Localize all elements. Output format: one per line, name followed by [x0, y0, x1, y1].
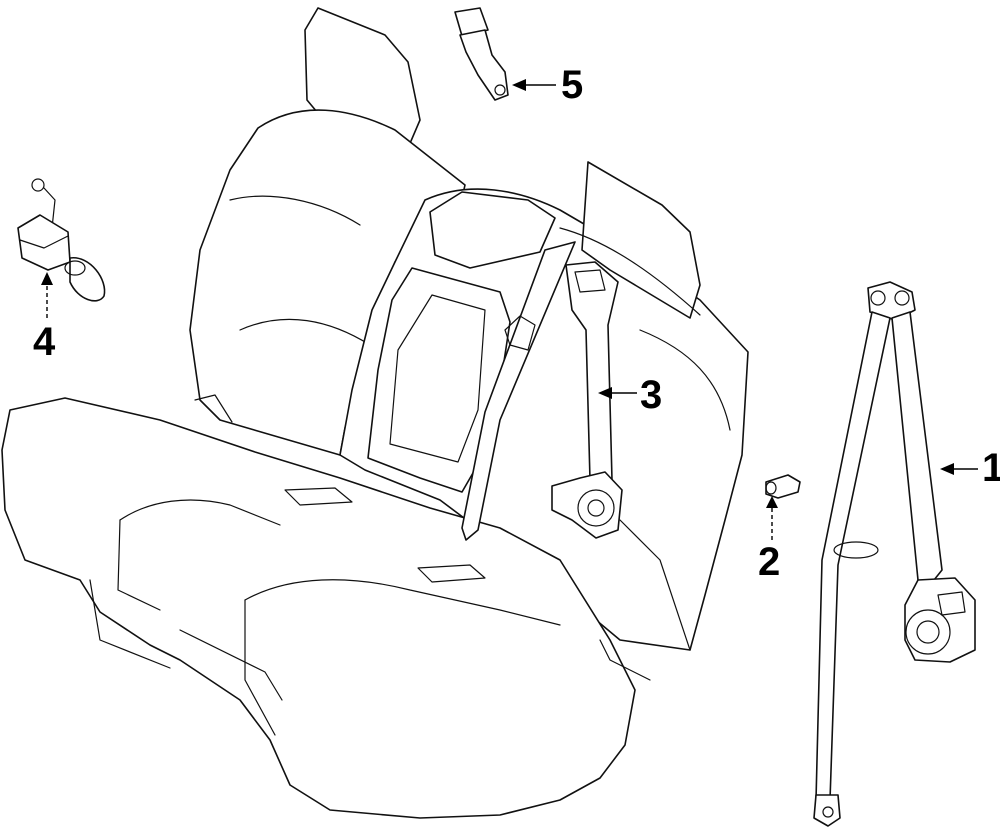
- arrow-1-icon: [940, 463, 954, 475]
- armrest-door: [367, 267, 511, 493]
- callout-1: 1: [982, 446, 1000, 490]
- arrow-2-icon: [766, 496, 778, 508]
- part-4-buckle-assembly: [17, 178, 106, 302]
- callout-3: 3: [640, 373, 663, 417]
- callout-leaders: [41, 79, 978, 540]
- arrow-4-icon: [41, 272, 53, 285]
- right-headrest: [581, 161, 701, 319]
- rear-seat-illustration: [1, 7, 749, 819]
- arrow-5-icon: [512, 79, 526, 91]
- part-1-seat-belt-assembly: [813, 281, 976, 827]
- arrow-3-icon: [598, 387, 612, 399]
- part-5-center-buckle: [454, 7, 509, 101]
- center-belt-webbing: [461, 241, 576, 541]
- part-2-bolt-cover: [765, 474, 801, 499]
- callout-5: 5: [561, 63, 584, 107]
- center-top-pad: [429, 191, 556, 269]
- callout-4: 4: [33, 320, 56, 364]
- callout-2: 2: [758, 540, 781, 584]
- part-3-center-retractor: [551, 261, 623, 539]
